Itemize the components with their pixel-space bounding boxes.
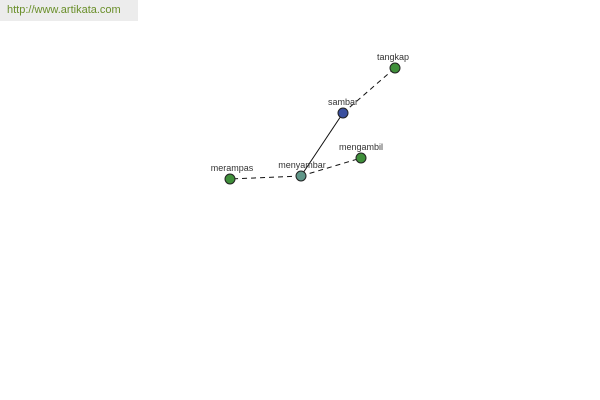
node-label-merampas: merampas [211,163,254,173]
node-label-sambar: sambar [328,97,358,107]
node-label-tangkap: tangkap [377,52,409,62]
edge-sambar-menyambar [300,112,344,177]
node-menyambar[interactable] [295,170,307,182]
node-tangkap[interactable] [389,62,401,74]
node-label-mengambil: mengambil [339,142,383,152]
edge-menyambar-merampas [229,175,302,180]
edge-menyambar-mengambil [300,157,362,177]
nodes-layer [224,62,401,185]
watermark-url[interactable]: http://www.artikata.com [0,0,138,21]
node-sambar[interactable] [337,107,349,119]
labels-layer: tangkap sambar mengambil merampas menyambar [211,52,409,173]
node-mengambil[interactable] [355,152,367,164]
node-label-menyambar: menyambar [278,160,326,170]
edge-sambar-tangkap [342,67,396,114]
node-merampas[interactable] [224,173,236,185]
edges-layer [229,67,396,180]
